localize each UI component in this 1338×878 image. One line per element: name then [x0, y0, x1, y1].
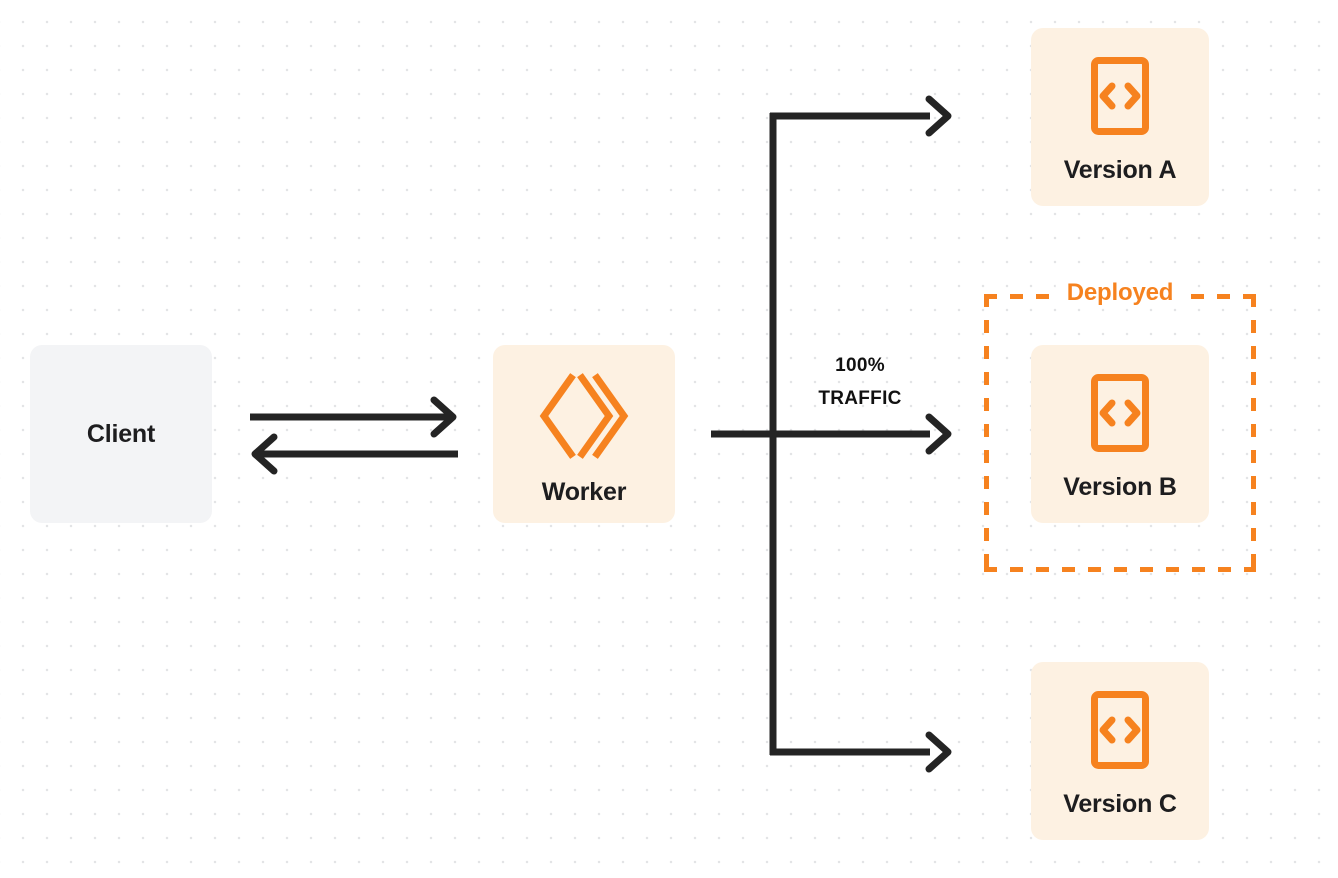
node-version-a-label: Version A: [1063, 155, 1177, 184]
code-file-icon: [1090, 690, 1150, 770]
cloudflare-workers-logo-icon: [538, 370, 630, 462]
traffic-percent-value: 100%: [835, 355, 885, 376]
deployed-status-badge: Deployed: [1055, 279, 1185, 307]
node-worker-label: Worker: [541, 477, 627, 506]
node-version-b[interactable]: Version B: [1031, 345, 1209, 523]
deployed-frame-edge-right: [1251, 294, 1256, 572]
arrow-worker-to-version-c: [770, 731, 952, 773]
arrow-worker-to-version-a: [770, 95, 952, 137]
node-version-c[interactable]: Version C: [1031, 662, 1209, 840]
arrow-worker-to-version-b: [925, 413, 952, 455]
node-version-b-label: Version B: [1063, 472, 1177, 501]
arrow-worker-to-client: [251, 433, 458, 475]
traffic-word-label: TRAFFIC: [818, 387, 902, 409]
traffic-share-label: 100% TRAFFIC: [789, 350, 931, 415]
deployed-frame-edge-top-left: [984, 294, 1062, 299]
code-file-icon: [1090, 56, 1150, 136]
node-worker[interactable]: Worker: [493, 345, 675, 523]
deployed-frame-edge-top-right: [1178, 294, 1256, 299]
deployed-frame-edge-left: [984, 294, 989, 572]
node-client-label: Client: [86, 419, 156, 448]
node-version-c-label: Version C: [1063, 789, 1177, 818]
code-file-icon: [1090, 373, 1150, 453]
arrow-client-to-worker: [250, 396, 457, 438]
deployed-frame-edge-bottom: [984, 567, 1256, 572]
node-client[interactable]: Client: [30, 345, 212, 523]
node-version-a[interactable]: Version A: [1031, 28, 1209, 206]
